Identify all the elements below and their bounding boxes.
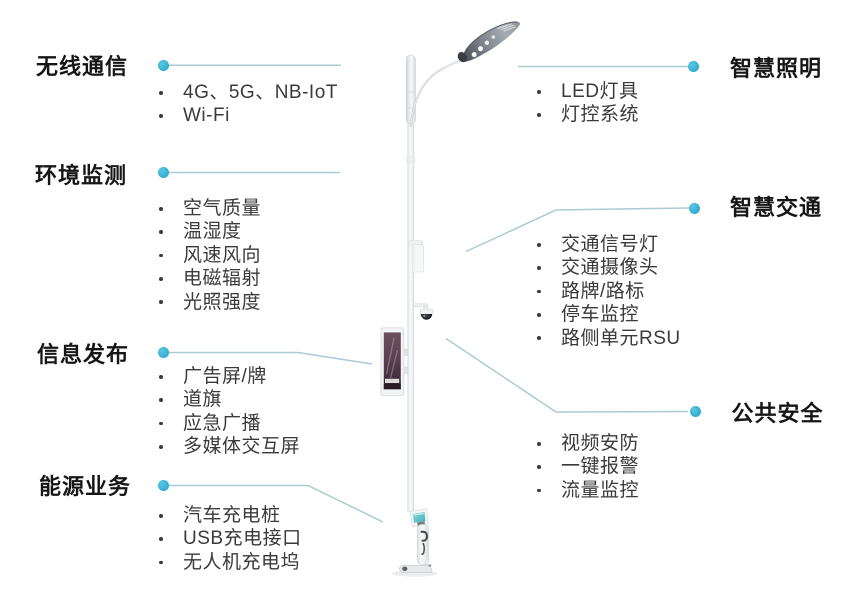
group-title-information: 信息发布 xyxy=(37,341,130,367)
group-title-energy: 能源业务 xyxy=(39,473,132,499)
list-item: 应急广播 xyxy=(158,412,300,435)
connector-dot-lighting xyxy=(688,61,699,72)
list-item: 光照强度 xyxy=(158,291,261,314)
equipment-box xyxy=(408,240,424,273)
camera-dome xyxy=(420,314,433,320)
charging-cable xyxy=(420,530,428,542)
led-dot xyxy=(478,46,484,52)
lamp-mount-end xyxy=(457,51,467,63)
charging-gun xyxy=(421,542,425,555)
list-item: 交通摄像头 xyxy=(536,256,681,279)
advertising-screen xyxy=(380,327,409,397)
charging-pile xyxy=(409,508,429,565)
group-title-environment: 环境监测 xyxy=(35,162,128,188)
lamp-arm-highlight xyxy=(410,59,464,128)
list-item: 道旗 xyxy=(158,388,300,411)
charging-screen-glint xyxy=(414,512,424,516)
feature-list-security: 视频安防 一键报警 流量监控 xyxy=(536,432,639,502)
connector-line-security xyxy=(445,337,689,413)
lamp-arm-outline xyxy=(409,58,464,128)
connector-line-energy xyxy=(168,484,384,523)
screen-content-streaks xyxy=(385,337,399,379)
streetlight-illustration xyxy=(380,21,521,577)
screen-display xyxy=(383,332,401,390)
list-item: 空气质量 xyxy=(158,197,261,220)
connector-line-traffic xyxy=(465,207,690,253)
list-item: 一键报警 xyxy=(536,455,639,478)
base-bolt xyxy=(402,566,408,571)
dome-camera-icon xyxy=(412,303,433,320)
base-plate xyxy=(399,564,433,573)
list-item: 4G、5G、NB-IoT xyxy=(158,81,338,104)
feature-list-lighting: LED灯具 灯控系统 xyxy=(536,80,639,127)
list-item: 交通信号灯 xyxy=(536,233,681,256)
led-lamp-head-icon xyxy=(457,21,521,63)
list-item: 无人机充电坞 xyxy=(158,551,302,574)
list-item: 灯控系统 xyxy=(536,103,639,126)
camera-lens-glint xyxy=(423,315,426,317)
feature-list-information: 广告屏/牌 道旗 应急广播 多媒体交互屏 xyxy=(158,365,300,459)
feature-list-energy: 汽车充电桩 USB充电接口 无人机充电坞 xyxy=(158,504,302,574)
connector-dot-energy xyxy=(158,480,169,491)
list-item: 温湿度 xyxy=(158,220,261,243)
list-item: 流量监控 xyxy=(536,479,639,502)
screen-caption-band xyxy=(385,378,400,383)
connector-dot-environment xyxy=(158,167,169,178)
pole-clamp xyxy=(406,156,416,163)
lamp-shell xyxy=(463,21,521,62)
list-item: 风速风向 xyxy=(158,244,261,267)
camera-housing xyxy=(419,308,433,315)
connector-lines xyxy=(168,64,690,523)
list-item: Wi-Fi xyxy=(158,104,338,127)
lamp-vent-lines xyxy=(497,23,516,32)
list-item: 路牌/路标 xyxy=(536,280,681,303)
pole xyxy=(407,118,414,512)
list-item: LED灯具 xyxy=(536,80,639,103)
antenna-sleeve xyxy=(405,54,416,125)
feature-list-wireless: 4G、5G、NB-IoT Wi-Fi xyxy=(158,81,338,128)
group-title-lighting: 智慧照明 xyxy=(730,55,823,81)
list-item: 视频安防 xyxy=(536,432,639,455)
list-item: USB充电接口 xyxy=(158,527,302,550)
group-title-traffic: 智慧交通 xyxy=(730,194,823,220)
group-title-security: 公共安全 xyxy=(731,401,824,426)
list-item: 路侧单元RSU xyxy=(536,327,681,350)
connector-dot-information xyxy=(158,347,169,358)
list-item: 停车监控 xyxy=(536,303,681,326)
led-dot xyxy=(484,40,490,45)
connector-dot-traffic xyxy=(689,202,700,214)
list-item: 广告屏/牌 xyxy=(158,365,300,388)
led-dot xyxy=(491,35,496,39)
pole-base xyxy=(399,564,433,573)
list-item: 电磁辐射 xyxy=(158,267,261,290)
led-dot xyxy=(471,52,477,58)
connector-line-information xyxy=(168,351,373,365)
screen-footer xyxy=(383,383,401,390)
lamp-arm xyxy=(409,58,464,128)
feature-list-environment: 空气质量 温湿度 风速风向 电磁辐射 光照强度 xyxy=(158,197,261,314)
connector-dot-security xyxy=(689,406,701,417)
list-item: 多媒体交互屏 xyxy=(158,435,300,458)
connector-dot-wireless xyxy=(158,60,169,71)
feature-list-traffic: 交通信号灯 交通摄像头 路牌/路标 停车监控 路侧单元RSU xyxy=(536,233,681,350)
group-title-wireless: 无线通信 xyxy=(36,53,129,79)
list-item: 汽车充电桩 xyxy=(158,504,302,527)
equipment-box-body xyxy=(411,244,424,273)
